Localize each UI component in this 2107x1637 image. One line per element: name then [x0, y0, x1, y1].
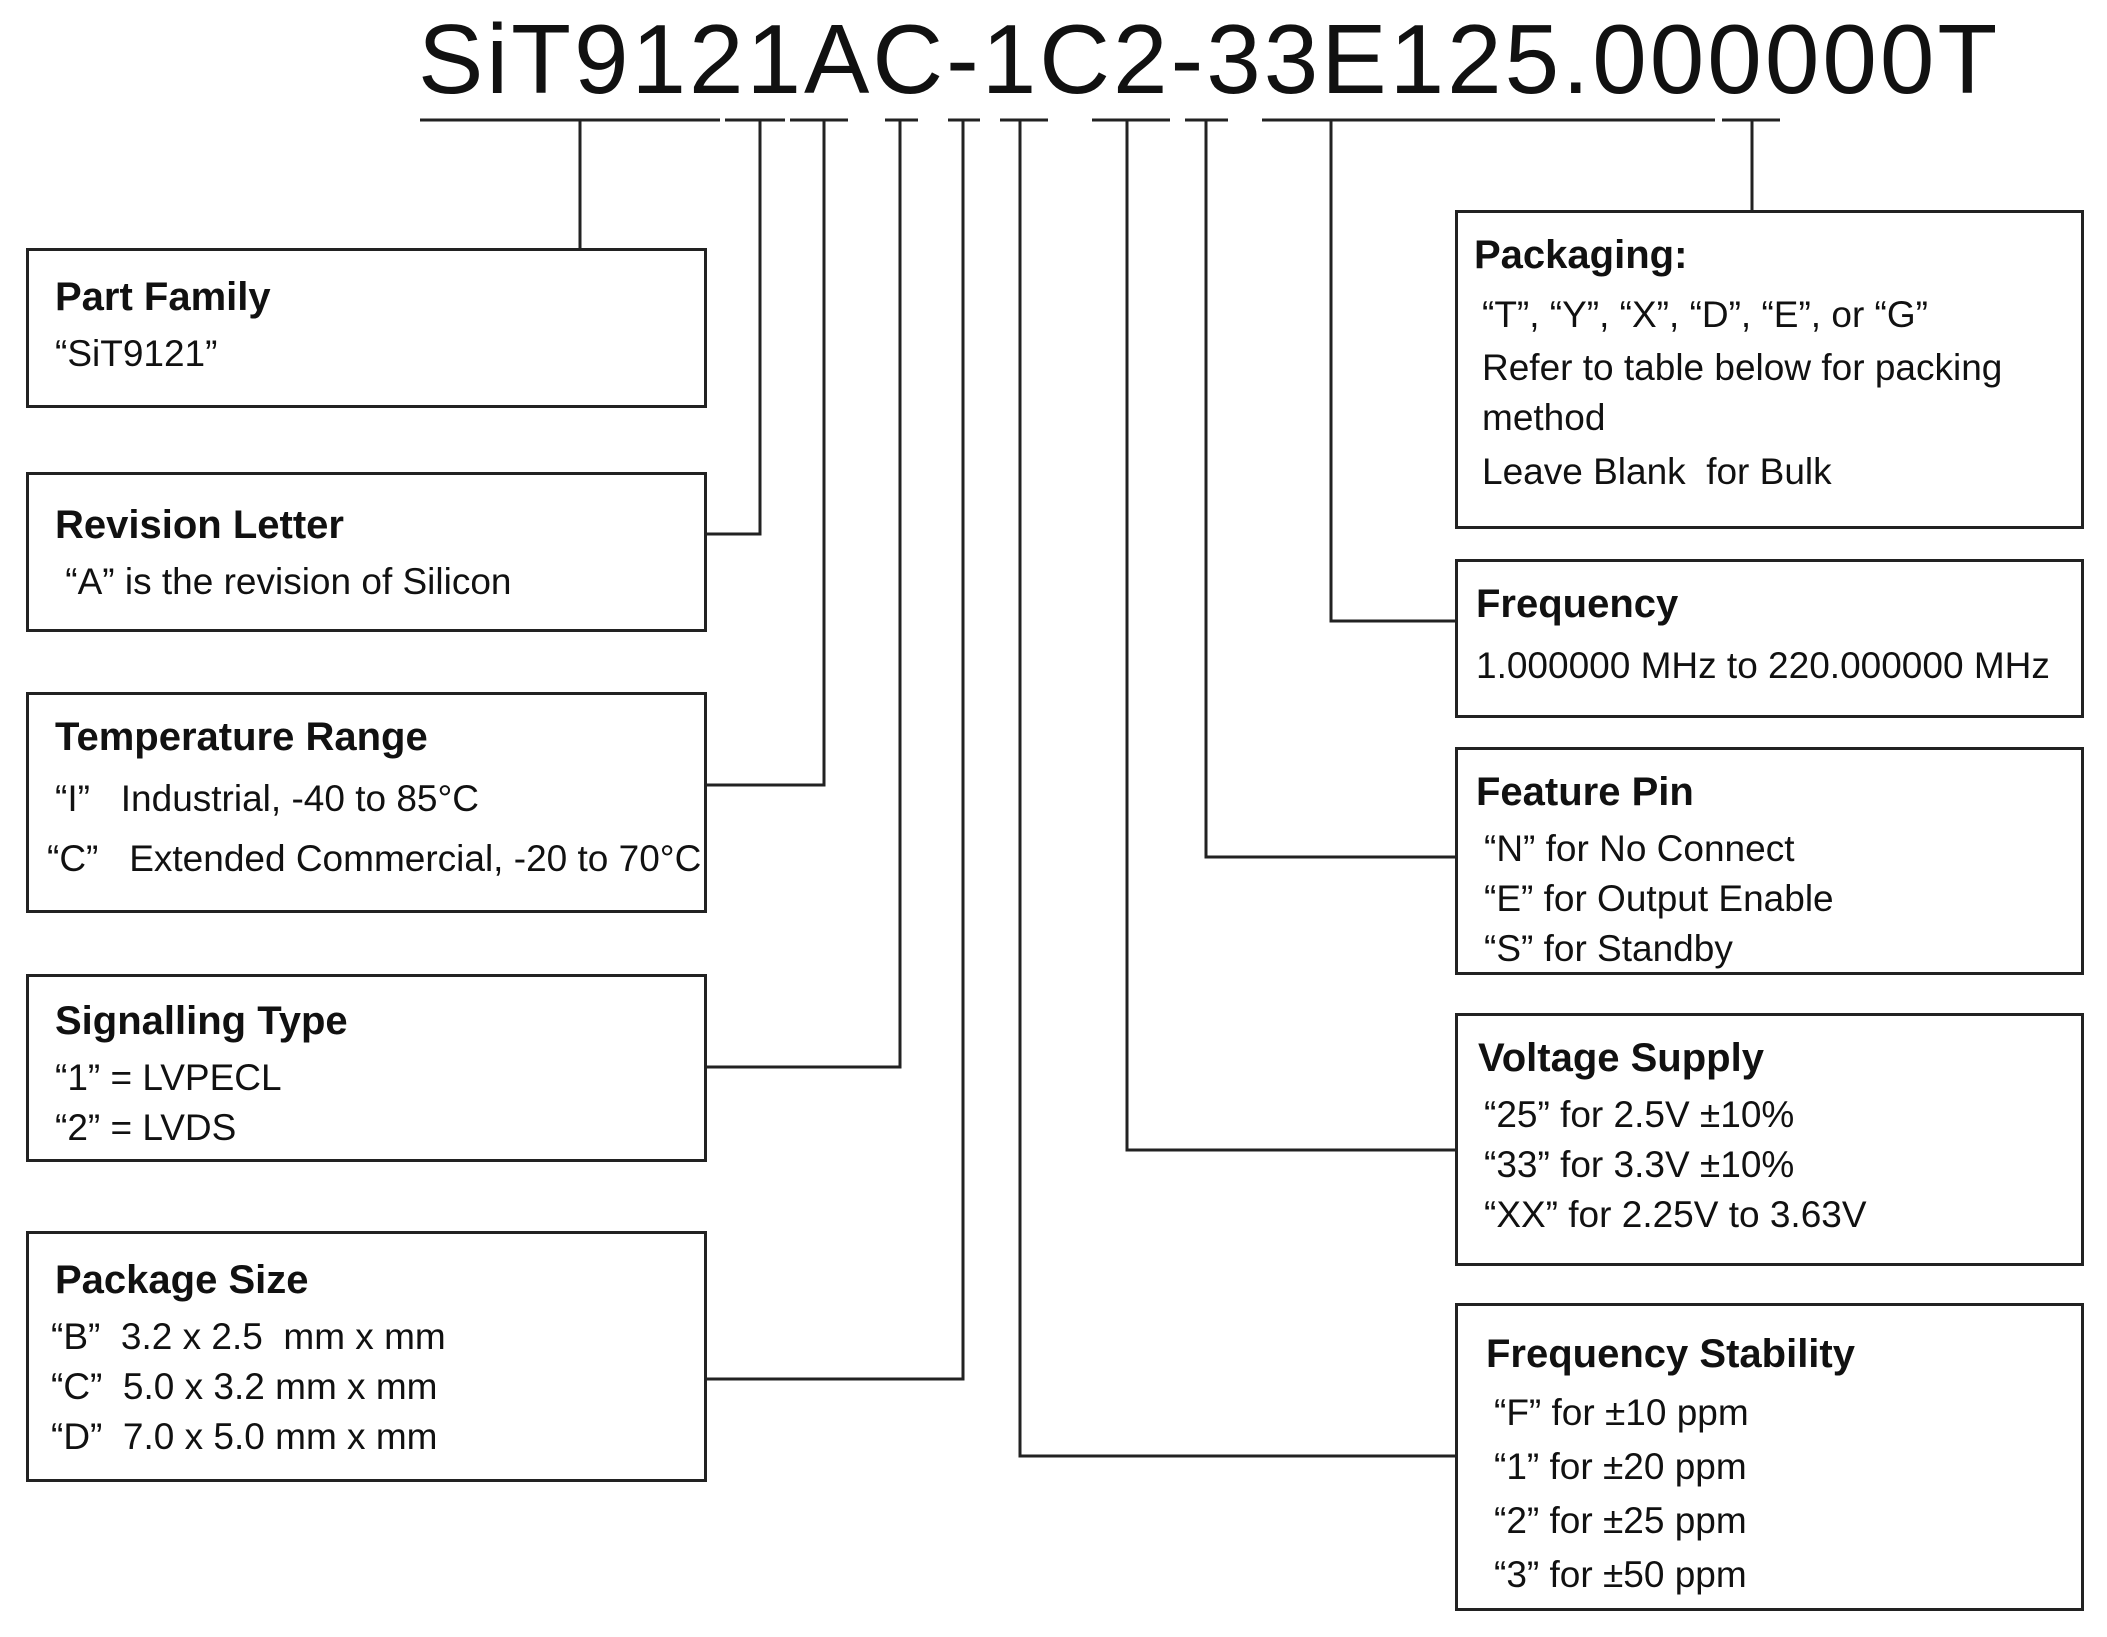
signalling-type-line: “2” = LVDS [55, 1107, 237, 1148]
frequency-box: Frequency 1.000000 MHz to 220.000000 MHz [1455, 559, 2084, 718]
part-number: SiT9121AC-1C2-33E125.000000T [418, 4, 2001, 114]
packaging-box: Packaging: “T”, “Y”, “X”, “D”, “E”, or “… [1455, 210, 2084, 529]
signalling-type-title: Signalling Type [55, 999, 348, 1043]
temperature-range-line: “C” Extended Commercial, -20 to 70°C [47, 838, 702, 879]
frequency-stability-line: “3” for ±50 ppm [1494, 1554, 1747, 1595]
temperature-range-box: Temperature Range “I” Industrial, -40 to… [26, 692, 707, 913]
revision-letter-title: Revision Letter [55, 503, 344, 547]
package-size-line: “C” 5.0 x 3.2 mm x mm [51, 1366, 438, 1407]
frequency-stability-box: Frequency Stability “F” for ±10 ppm “1” … [1455, 1303, 2084, 1611]
feature-pin-line: “E” for Output Enable [1484, 878, 1834, 919]
frequency-stability-line: “1” for ±20 ppm [1494, 1446, 1747, 1487]
leader-revision [705, 120, 762, 536]
packaging-line: Refer to table below for packing [1482, 347, 2003, 388]
revision-letter-line: “A” is the revision of Silicon [55, 561, 512, 602]
feature-pin-line: “N” for No Connect [1484, 828, 1795, 869]
voltage-supply-line: “33” for 3.3V ±10% [1484, 1144, 1795, 1185]
revision-letter-box: Revision Letter “A” is the revision of S… [26, 472, 707, 632]
frequency-title: Frequency [1476, 582, 1679, 626]
signalling-type-line: “1” = LVPECL [55, 1057, 282, 1098]
voltage-supply-line: “XX” for 2.25V to 3.63V [1484, 1194, 1867, 1235]
feature-pin-box: Feature Pin “N” for No Connect “E” for O… [1455, 747, 2084, 975]
package-size-line: “B” 3.2 x 2.5 mm x mm [51, 1316, 446, 1357]
frequency-stability-title: Frequency Stability [1486, 1332, 1855, 1376]
frequency-stability-line: “2” for ±25 ppm [1494, 1500, 1747, 1541]
feature-pin-line: “S” for Standby [1484, 928, 1733, 969]
packaging-line: method [1482, 397, 1606, 438]
leader-signalling [705, 120, 902, 1069]
leader-voltage [1125, 120, 1455, 1152]
voltage-supply-line: “25” for 2.5V ±10% [1484, 1094, 1795, 1135]
signalling-type-box: Signalling Type “1” = LVPECL “2” = LVDS [26, 974, 707, 1162]
frequency-stability-line: “F” for ±10 ppm [1494, 1392, 1749, 1433]
packaging-line: “T”, “Y”, “X”, “D”, “E”, or “G” [1482, 294, 1928, 335]
package-size-title: Package Size [55, 1258, 309, 1302]
part-family-box: Part Family “SiT9121” [26, 248, 707, 408]
part-family-title: Part Family [55, 275, 271, 319]
packaging-line: Leave Blank for Bulk [1482, 451, 1832, 492]
voltage-supply-title: Voltage Supply [1478, 1036, 1764, 1080]
feature-pin-title: Feature Pin [1476, 770, 1694, 814]
leader-package [705, 120, 965, 1381]
temperature-range-line: “I” Industrial, -40 to 85°C [55, 778, 480, 819]
temperature-range-title: Temperature Range [55, 715, 428, 759]
part-family-line: “SiT9121” [55, 333, 218, 374]
package-size-line: “D” 7.0 x 5.0 mm x mm [51, 1416, 438, 1457]
leader-frequency [1329, 120, 1455, 623]
leader-temperature [705, 120, 826, 787]
leader-stability [1018, 120, 1455, 1458]
package-size-box: Package Size “B” 3.2 x 2.5 mm x mm “C” 5… [26, 1231, 707, 1482]
voltage-supply-box: Voltage Supply “25” for 2.5V ±10% “33” f… [1455, 1013, 2084, 1266]
leader-feature [1204, 120, 1455, 859]
packaging-title: Packaging: [1474, 233, 1688, 277]
frequency-line: 1.000000 MHz to 220.000000 MHz [1476, 645, 2050, 686]
